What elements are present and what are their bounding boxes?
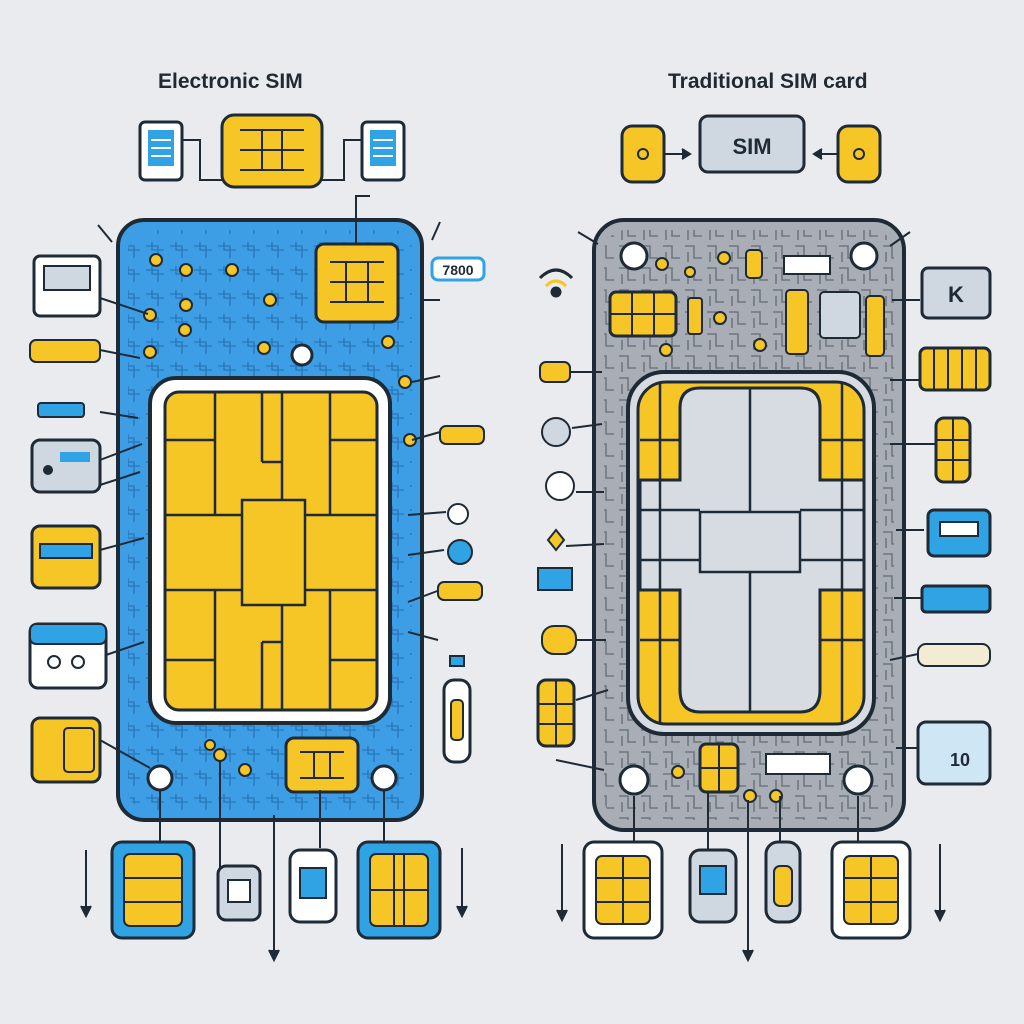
trad-bottom-card-2	[688, 848, 738, 924]
arrow-icon-top-row	[664, 148, 838, 160]
trad-tag-10-label: 10	[950, 750, 970, 770]
traditional-main-chip	[626, 370, 876, 736]
esim-tag-7800	[430, 256, 486, 282]
device-icon-left	[28, 622, 108, 690]
trad-bottom-chip-1	[582, 840, 664, 940]
trad-left-callouts	[555, 231, 609, 771]
router-icon	[30, 438, 102, 494]
esim-label-tag-2	[37, 402, 85, 418]
esim-bottom-chip-4	[356, 840, 442, 940]
trad-tag-10-box	[916, 720, 992, 786]
trad-tag-k-label: K	[948, 282, 964, 307]
trad-label-tag-2	[537, 567, 573, 591]
esim-tag-7800-label: 7800	[442, 262, 473, 278]
nfc-icon	[541, 417, 571, 447]
trad-label-tag-3	[541, 625, 577, 655]
phone-icon-left-a	[138, 120, 184, 182]
sim-label-text: SIM	[732, 134, 771, 159]
info-icon-a	[447, 503, 469, 525]
esim-right-square	[449, 655, 465, 667]
sim-chip-icon-bottom	[284, 736, 360, 794]
chip-icon-left-bottom	[30, 716, 102, 784]
trad-tag-k-box	[920, 266, 992, 320]
card-icon-left	[30, 524, 102, 590]
trad-label-tag-1	[539, 361, 571, 383]
phone-icon-left-b	[360, 120, 406, 182]
trad-right-tag-cream	[917, 643, 991, 667]
arrow-icon-set-left	[80, 815, 468, 963]
traditional-sim-panel: SIM	[536, 114, 992, 963]
esim-left-callouts	[97, 224, 151, 769]
esim-bottom-card-2	[216, 864, 262, 922]
esim-label-tag-1	[29, 339, 101, 363]
sim-chip-icon-top	[220, 113, 324, 189]
sim-chip-icon-trad-right-2	[934, 416, 972, 484]
sim-tray-icon-left	[620, 124, 666, 184]
esim-panel: 7800	[28, 113, 486, 963]
monitor-icon	[32, 254, 102, 318]
sim-chip-icon-trad-bottom	[698, 742, 740, 794]
esim-title: Electronic SIM	[158, 70, 303, 93]
esim-bottom-chip-1	[110, 840, 196, 940]
traditional-sim-title: Traditional SIM card	[668, 70, 868, 93]
sim-chip-icon-trad-left	[536, 678, 576, 748]
diamond-icon	[546, 528, 566, 552]
esim-bottom-card-3	[288, 848, 338, 924]
sim-label-box	[698, 114, 806, 174]
wifi-icon	[538, 268, 574, 298]
sim-chip-icon-trad-right	[918, 346, 992, 392]
sim-chip-icon-board	[314, 242, 400, 324]
fingerprint-icon	[545, 471, 575, 501]
sim-chip-icon-trad-small	[608, 290, 678, 338]
sim-tray-icon-right	[836, 124, 882, 184]
esim-main-chip	[148, 376, 392, 725]
slot-icon-right	[442, 678, 472, 764]
esim-right-tag-2	[437, 581, 483, 601]
trad-right-callouts	[889, 231, 936, 749]
esim-right-tag	[439, 425, 485, 445]
trad-right-tag-blue	[920, 584, 992, 614]
info-icon-b	[447, 539, 473, 565]
esim-right-callouts	[407, 221, 447, 641]
card-icon-trad-right	[926, 508, 992, 558]
trad-bottom-chip-4	[830, 840, 912, 940]
arrow-icon-set-right	[556, 800, 946, 963]
trad-bottom-slot-3	[764, 840, 802, 924]
